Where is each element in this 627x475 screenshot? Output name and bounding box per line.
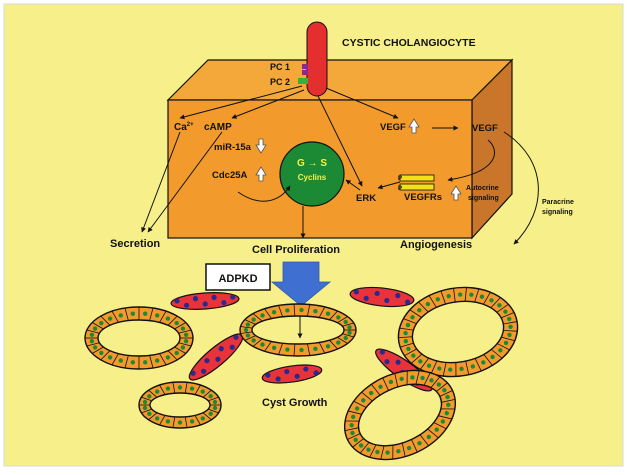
blood-vessels <box>170 286 433 392</box>
indicator-vegfrs-up <box>450 185 462 201</box>
vessel-3 <box>188 333 244 381</box>
progression-arrow <box>270 261 332 307</box>
arrow-cilium-to-erk <box>317 95 363 187</box>
label-vegf-inside: VEGF <box>380 122 406 133</box>
pc1-marker-2 <box>302 70 308 75</box>
arrow-erk-to-nucleus <box>345 179 361 191</box>
label-vegfrs: VEGFRs <box>404 192 442 203</box>
cyst-1 <box>84 306 194 370</box>
cilium-body <box>306 21 328 97</box>
svg-text:P: P <box>398 176 402 182</box>
cyst-3 <box>397 286 519 378</box>
label-mir15a: miR-15a <box>214 142 252 153</box>
arrow-cilium-to-camp <box>231 89 305 119</box>
pathway-arrows <box>141 85 539 339</box>
arrow-cdc25a-to-nucleus <box>237 185 291 202</box>
cyst-2 <box>239 303 357 357</box>
label-cdc25a: Cdc25A <box>212 170 248 181</box>
label-calcium: Ca2+ <box>174 122 194 133</box>
arrow-camp-to-secretion <box>147 131 223 233</box>
label-pc2: PC 2 <box>270 77 290 87</box>
label-paracrine-2: signaling <box>542 209 573 216</box>
label-angiogenesis: Angiogenesis <box>400 239 472 251</box>
vegfr-receptor: P P <box>398 174 435 192</box>
pc1-marker <box>302 64 308 69</box>
label-camp: cAMP <box>204 122 232 133</box>
label-erk: ERK <box>356 193 376 204</box>
svg-text:P: P <box>398 186 402 192</box>
arrow-vegf-autocrine <box>447 139 495 182</box>
label-autocrine-1: Autocrine <box>466 185 499 192</box>
label-paracrine-1: Paracrine <box>542 199 574 206</box>
arrow-vegfr-to-erk <box>377 181 401 190</box>
nucleus <box>279 141 345 207</box>
indicator-mir15a-down <box>255 138 267 154</box>
arrow-cilium-to-ca <box>179 85 303 120</box>
arrow-ca-to-secretion <box>141 131 181 233</box>
label-pc1: PC 1 <box>270 62 290 72</box>
vessel-2 <box>349 286 415 308</box>
indicator-cdc25a-up <box>255 166 267 182</box>
label-vegf-outside: VEGF <box>472 123 498 134</box>
primary-cilium <box>298 21 328 97</box>
nucleus-phase: G → S <box>297 158 327 169</box>
label-autocrine-2: signaling <box>468 195 499 202</box>
label-adpkd: ADPKD <box>218 273 257 285</box>
cell-title: CYSTIC CHOLANGIOCYTE <box>342 37 476 49</box>
indicator-vegf-up <box>408 118 420 134</box>
pc2-marker <box>298 78 308 84</box>
label-secretion: Secretion <box>110 238 160 250</box>
arrow-vegf-paracrine <box>503 131 539 245</box>
vessel-1 <box>170 292 240 310</box>
label-cyst-growth: Cyst Growth <box>262 397 328 409</box>
arrow-cilium-to-vegf <box>325 87 399 119</box>
cysts <box>84 286 519 461</box>
adpkd-box <box>205 263 271 291</box>
label-proliferation: Cell Proliferation <box>252 244 340 256</box>
vessel-5 <box>261 364 323 384</box>
nucleus-cyclins: Cyclins <box>298 173 327 182</box>
cyst-5 <box>343 369 457 461</box>
cyst-4 <box>138 381 222 429</box>
